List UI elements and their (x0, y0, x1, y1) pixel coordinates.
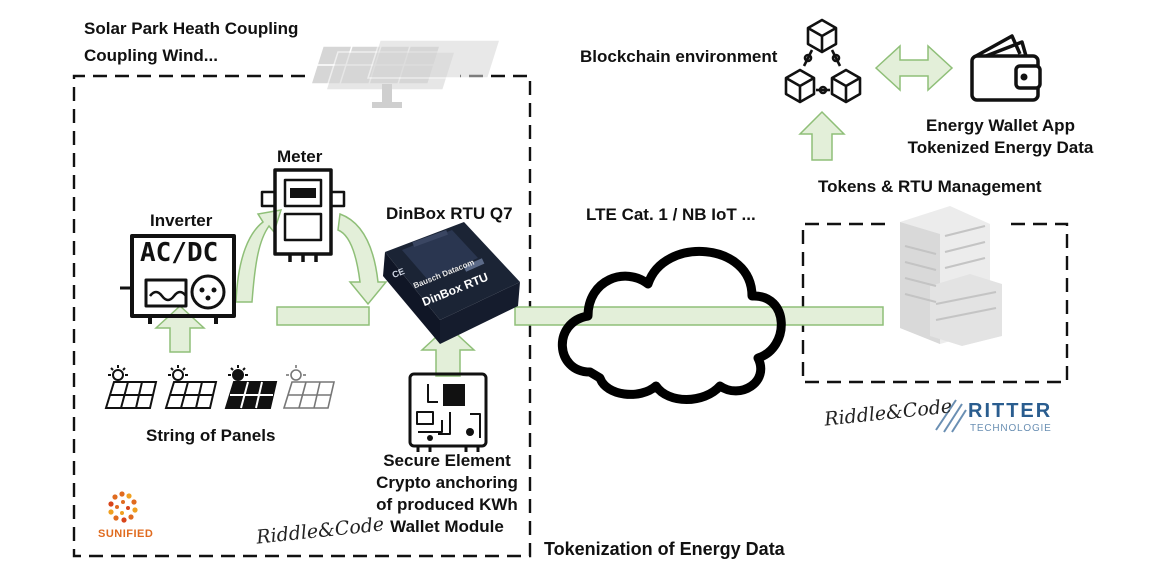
curve-arrow-meter-dinbox (337, 212, 388, 306)
panel-icon-1 (104, 365, 158, 409)
link-bar-dinbox-cloud-building (514, 306, 884, 326)
meter-icon (260, 168, 346, 262)
link-bar-meter-dinbox (276, 306, 370, 326)
lte-label: LTE Cat. 1 / NB IoT ... (586, 205, 756, 224)
building-boundary (801, 222, 1069, 384)
dinbox-label: DinBox RTU Q7 (386, 204, 513, 223)
solar-array-icon (309, 39, 502, 108)
string-of-panels-label: String of Panels (146, 426, 276, 445)
cloud-icon (557, 247, 786, 404)
panel-icon-4-faded (282, 365, 336, 409)
tokens-rtu-label: Tokens & RTU Management (818, 177, 1042, 196)
blockchain-icon (784, 18, 862, 104)
inverter-display-text: AC/DC (140, 238, 219, 268)
dinbox-device-icon (383, 222, 520, 344)
inverter-label: Inverter (150, 211, 213, 230)
secure-element-line-1: Secure Element (383, 451, 511, 470)
double-arrow-blockchain-wallet (874, 44, 954, 92)
arrow-secure-dinbox (420, 324, 476, 377)
sunified-logo-mark (108, 491, 138, 523)
blockchain-env-label: Blockchain environment (580, 47, 778, 66)
arrow-tokens-blockchain (798, 110, 846, 161)
ritter-logo-top: RITTER (968, 400, 1053, 422)
sunified-logo-text: SUNIFIED (98, 528, 154, 540)
wallet-app-line-1: Energy Wallet App (926, 116, 1075, 135)
meter-label: Meter (277, 147, 323, 166)
ritter-logo-mark (935, 399, 967, 433)
solar-park-boundary (72, 74, 532, 558)
wallet-app-text: Energy Wallet App Tokenized Energy Data (898, 115, 1103, 159)
arrow-panels-inverter (154, 304, 206, 353)
secure-element-line-2: Crypto anchoring (376, 473, 518, 493)
ritter-logo-bottom: TECHNOLOGIE (970, 423, 1052, 434)
wallet-app-line-2: Tokenized Energy Data (907, 138, 1094, 158)
wallet-icon (970, 34, 1042, 102)
panel-icon-2 (164, 365, 218, 409)
secure-element-board-icon (408, 372, 488, 452)
title-line-1: Solar Park Heath Coupling (84, 19, 299, 38)
building-icon (900, 206, 1002, 346)
secure-element-line-4: Wallet Module (390, 517, 504, 537)
secure-element-line-3: of produced KWh (376, 495, 518, 515)
curve-arrow-inverter-meter (235, 209, 283, 303)
tokenization-label: Tokenization of Energy Data (544, 539, 785, 559)
secure-element-text: Secure Element Crypto anchoring of produ… (366, 450, 528, 538)
inverter-icon (130, 234, 236, 324)
title-line-2: Coupling Wind... (84, 46, 218, 65)
panel-icon-3-dark (224, 365, 278, 409)
